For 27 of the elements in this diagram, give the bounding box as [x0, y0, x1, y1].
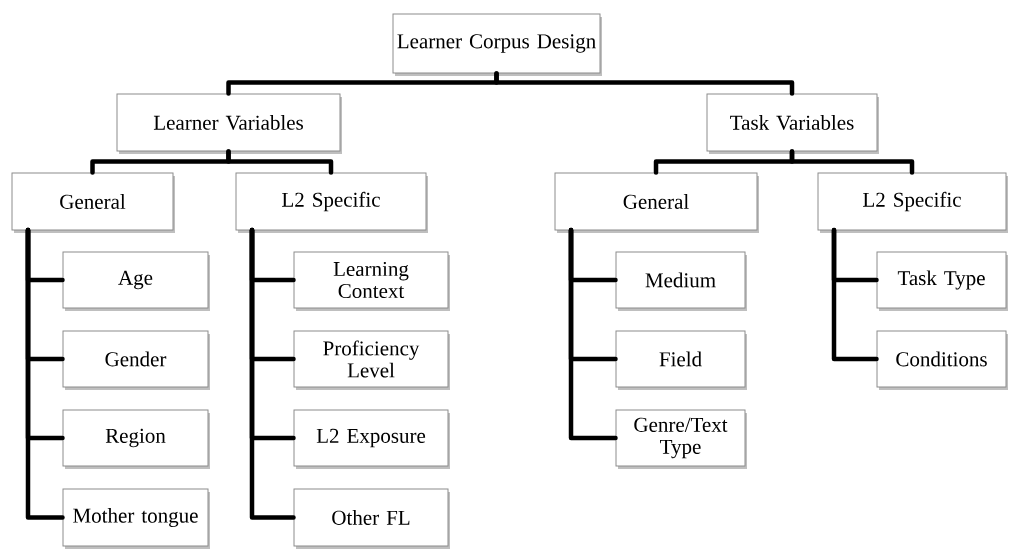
- connector-line: [226, 149, 334, 175]
- box: Region: [62, 409, 210, 469]
- connector-line: [25, 227, 65, 520]
- connector-line: [568, 227, 618, 441]
- box: Mother tongue: [62, 488, 210, 549]
- connector-line: [831, 227, 879, 362]
- box: Task Variables: [706, 93, 879, 154]
- box: Medium: [615, 251, 747, 311]
- box: L2 Exposure: [293, 409, 450, 469]
- connector-line: [249, 227, 296, 520]
- box: Gender: [62, 330, 210, 390]
- box: L2 Specific: [817, 172, 1008, 233]
- box: General: [11, 172, 175, 233]
- box: Learner Corpus Design: [392, 13, 602, 76]
- connector-line: [494, 71, 795, 96]
- box: Task Type: [876, 251, 1008, 311]
- box: Learner Variables: [116, 93, 342, 154]
- box: L2 Specific: [235, 172, 428, 233]
- box: Genre/Text Type: [615, 409, 747, 469]
- box: Other FL: [293, 488, 450, 549]
- box: General: [554, 172, 759, 233]
- box: Learning Context: [293, 251, 450, 311]
- box: Field: [615, 330, 747, 390]
- connector-line: [789, 149, 915, 175]
- box: Conditions: [876, 330, 1008, 390]
- box: Age: [62, 251, 210, 311]
- box: Proficiency Level: [293, 330, 450, 390]
